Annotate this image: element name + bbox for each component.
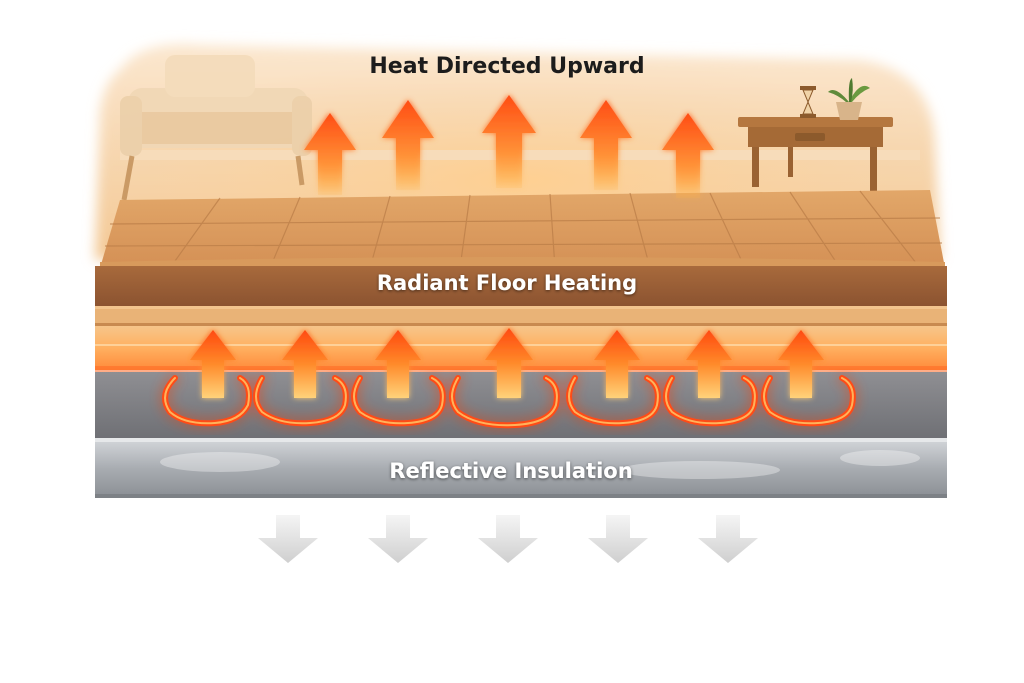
- up-arrow-icon: [778, 330, 824, 398]
- up-arrow-icon: [485, 328, 533, 398]
- label-radiant-floor-heating: Radiant Floor Heating: [377, 271, 637, 295]
- down-arrow-icon: [258, 515, 318, 563]
- subfloor-layer: [95, 266, 947, 326]
- up-arrow-icon: [282, 330, 328, 398]
- down-arrow-icon: [588, 515, 648, 563]
- down-arrow-icon: [698, 515, 758, 563]
- up-arrow-icon: [382, 100, 434, 190]
- up-arrow-icon: [686, 330, 732, 398]
- down-arrow-icon: [478, 515, 538, 563]
- hourglass-icon: [800, 86, 816, 118]
- label-reflective-insulation: Reflective Insulation: [389, 459, 632, 483]
- label-heat-directed-upward: Heat Directed Upward: [369, 54, 644, 79]
- up-arrow-icon: [662, 113, 714, 198]
- heating-coil-icon: [160, 373, 858, 430]
- up-arrow-icon: [304, 113, 356, 195]
- up-arrow-icon: [190, 330, 236, 398]
- potted-plant-icon: [828, 78, 870, 120]
- down-arrow-icon: [368, 515, 428, 563]
- up-arrow-icon: [375, 330, 421, 398]
- reflective-insulation-layer: [95, 438, 947, 498]
- up-arrow-icon: [580, 100, 632, 190]
- downward-arrows: [258, 515, 758, 563]
- sofa-icon: [120, 55, 312, 201]
- up-arrow-icon: [482, 95, 536, 188]
- upward-heat-arrows: [304, 95, 714, 198]
- hardwood-floor: [100, 190, 945, 272]
- up-arrow-icon: [594, 330, 640, 398]
- coil-upward-arrows: [190, 328, 824, 398]
